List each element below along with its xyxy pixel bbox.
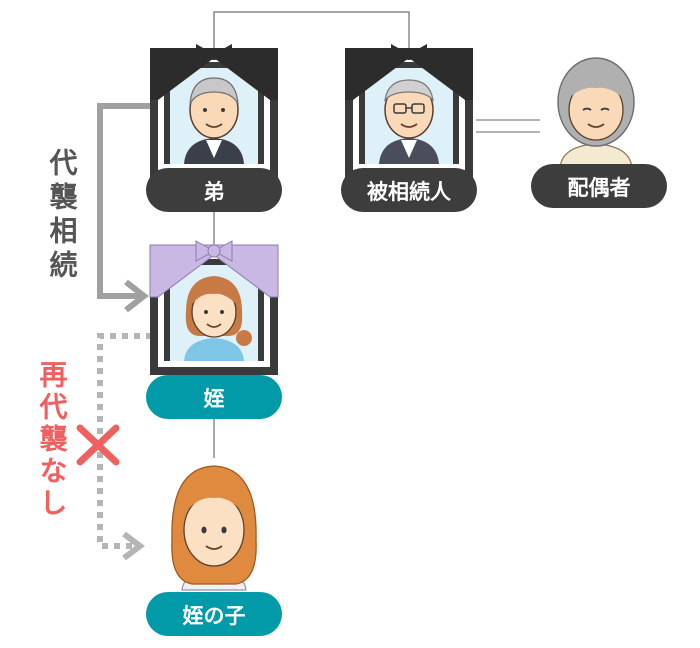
spouse-figure [557,57,635,169]
grandniece-figure [171,465,257,591]
elderly-man-glasses-icon [379,79,439,164]
relationship-lines [213,11,410,458]
spouse-label-pill: 配偶者 [531,164,667,208]
sibling-line [213,11,410,48]
girl-icon [171,465,257,591]
cross-icon [76,424,120,466]
woman-icon [184,276,252,361]
spouse-label: 配偶者 [568,176,631,200]
mourning-ribbon-icon [345,44,473,100]
purple-ribbon-icon [149,240,279,298]
elderly-woman-icon [557,57,635,169]
brother-label-pill: 弟 [146,168,282,212]
daishu-arrow [97,103,150,313]
niece-label-pill: 姪 [146,375,282,419]
marriage-line [476,119,540,133]
grandniece-label-pill: 姪の子 [146,592,282,636]
decedent-portrait [345,44,473,178]
brother-portrait [150,44,278,178]
no-resubstitution-label: 再代襲なし [36,360,69,520]
decedent-label-pill: 被相続人 [341,168,477,212]
mourning-ribbon-icon [150,44,278,100]
no-resubstitution-arrow [97,333,152,549]
grandniece-label: 姪の子 [183,604,246,628]
elderly-man-icon [184,77,244,164]
daishu-label: 代襲相続 [46,148,79,284]
decedent-label: 被相続人 [367,180,451,204]
niece-portrait [149,240,279,375]
niece-label: 姪 [204,387,225,411]
dotted-arrow-head [122,531,145,561]
brother-label: 弟 [204,180,225,204]
